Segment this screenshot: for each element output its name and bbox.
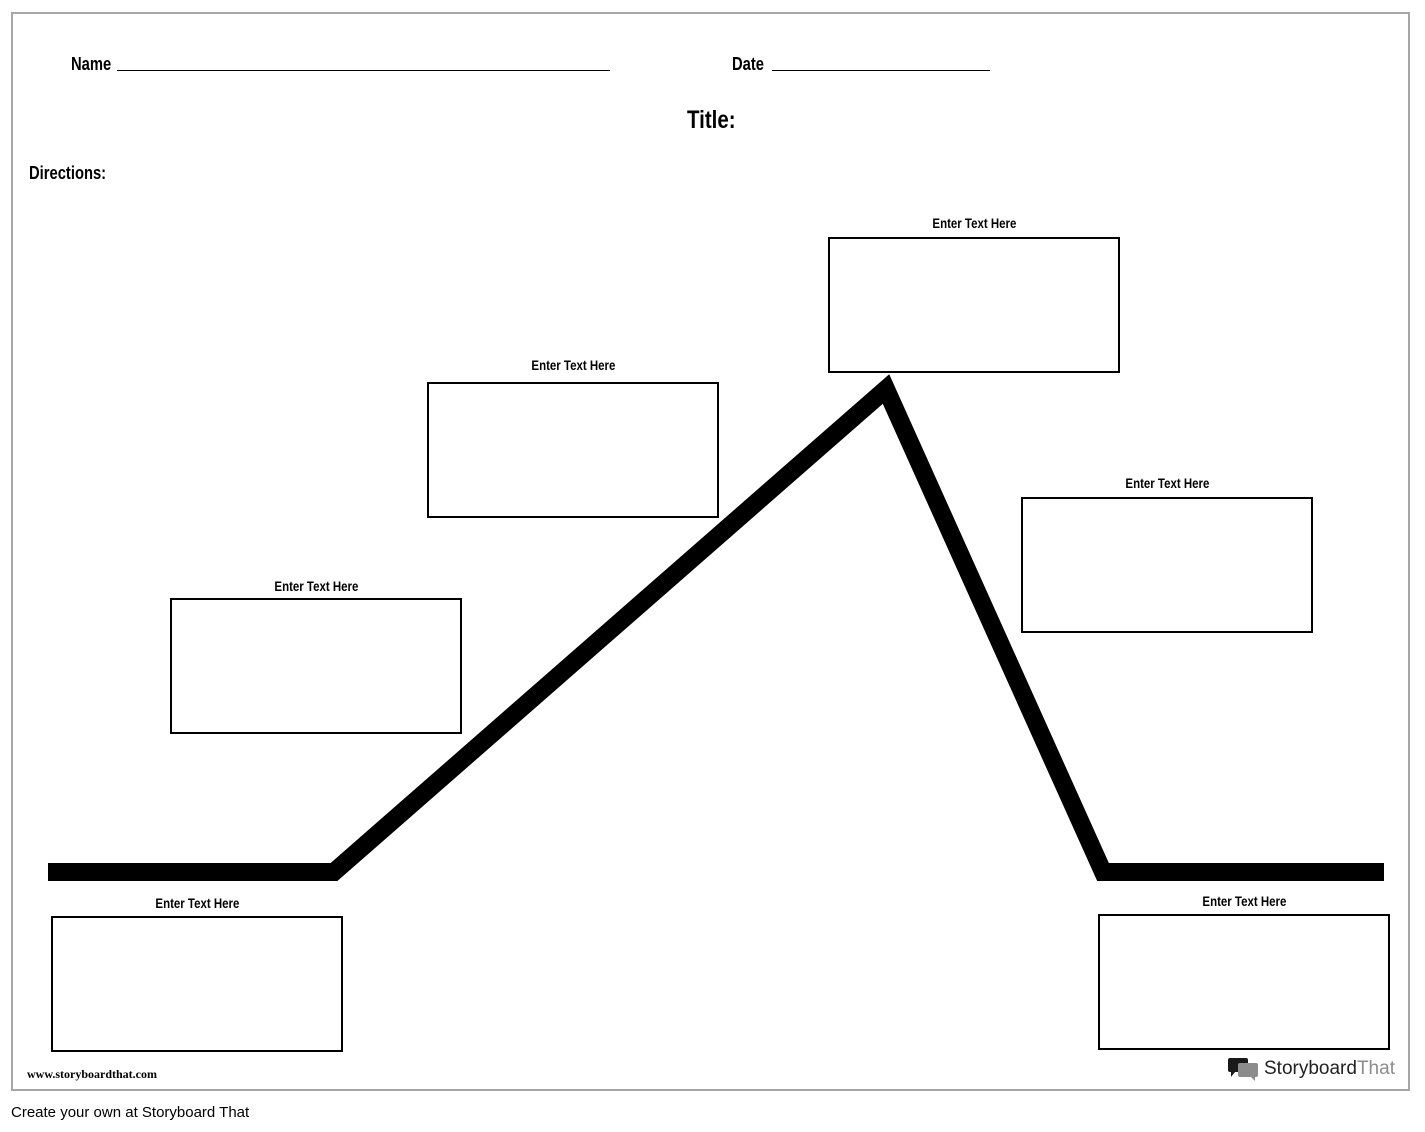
name-underline[interactable]	[117, 70, 610, 71]
name-label: Name	[71, 54, 112, 74]
directions-label: Directions:	[29, 163, 107, 183]
date-label: Date	[732, 54, 764, 74]
website-url[interactable]: www.storyboardthat.com	[27, 1067, 157, 1081]
storyboardthat-speech-bubbles-icon	[1228, 1058, 1258, 1081]
plot-arc-line	[48, 374, 1384, 881]
title-label: Title:	[687, 106, 736, 134]
resolution-text-box[interactable]	[1098, 914, 1390, 1050]
exposition-label: Enter Text Here	[155, 896, 239, 911]
rising-action-label: Enter Text Here	[274, 579, 358, 594]
conflict-text-box[interactable]	[427, 382, 719, 518]
exposition-text-box[interactable]	[51, 916, 343, 1052]
conflict-label: Enter Text Here	[531, 358, 615, 373]
logo-wordmark: StoryboardThat	[1264, 1058, 1395, 1079]
date-underline[interactable]	[772, 70, 990, 71]
resolution-label: Enter Text Here	[1202, 894, 1286, 909]
climax-label: Enter Text Here	[932, 216, 1016, 231]
rising-action-text-box[interactable]	[170, 598, 462, 734]
falling-action-text-box[interactable]	[1021, 497, 1313, 633]
storyboardthat-logo[interactable]: StoryboardThat	[1228, 1055, 1395, 1083]
create-your-own-link[interactable]: Create your own at Storyboard That	[11, 1104, 250, 1121]
climax-text-box[interactable]	[828, 237, 1120, 373]
falling-action-label: Enter Text Here	[1125, 476, 1209, 491]
